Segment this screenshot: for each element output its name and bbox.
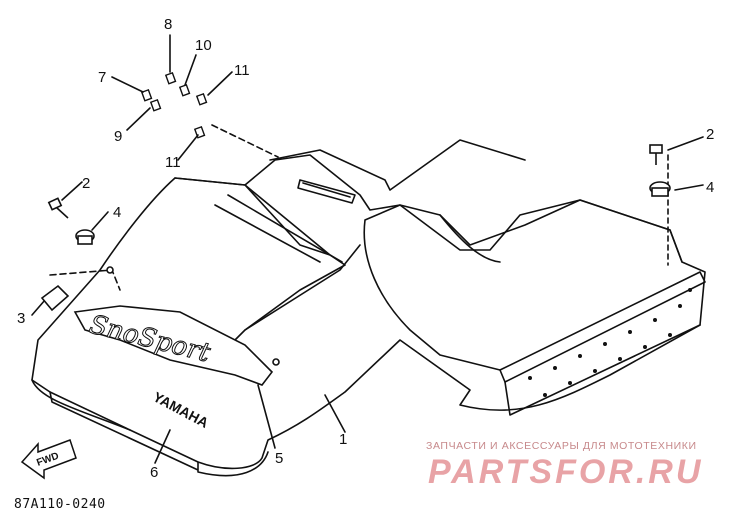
leader-5 [257,384,276,449]
callout-2-left: 2 [82,175,91,192]
leader-4b [674,184,704,191]
leader-2b [667,136,704,151]
leader-1 [324,394,346,433]
nut-3 [40,284,70,312]
leader-11b [177,134,199,161]
hood-skirt [31,379,269,477]
callout-7: 7 [98,69,107,86]
crease [244,244,361,331]
leader-6 [154,429,171,464]
vent-panel [499,271,706,383]
grommet-4-right [649,181,671,197]
callout-2-right: 2 [706,126,715,143]
upper-rim [269,139,526,191]
screw-2-left [47,197,69,219]
callout-3: 3 [17,310,26,327]
leader-2a [61,181,83,201]
clip-8 [164,71,177,85]
watermark-tagline: ЗАПЧАСТИ И АКСЕССУАРЫ ДЛЯ МОТОТЕХНИКИ [426,440,697,452]
leader-9 [126,107,151,131]
bulge-inner [214,194,343,263]
headlight-slot [297,179,356,204]
leader-7 [111,76,144,93]
leader-11a [207,71,233,96]
clip-9 [149,98,162,112]
right-panel [363,199,683,371]
clip-11b [193,125,206,139]
clip-10 [178,83,191,97]
callout-11-bottom: 11 [165,154,181,171]
callout-9: 9 [114,128,123,145]
callout-4-left: 4 [113,204,122,221]
grommet-4-left [75,229,95,245]
screw-2-right [649,144,663,165]
callout-10: 10 [195,37,212,54]
yamaha-decal: YAMAHA [151,389,212,431]
callout-5: 5 [275,450,284,467]
callout-8: 8 [164,16,173,33]
leader-10 [184,54,197,86]
center-bulge [174,177,346,341]
fwd-arrow: FWD [20,439,77,480]
clip-7 [140,88,153,102]
leader-4a [91,211,109,231]
leader-3 [31,299,46,316]
callout-4-right: 4 [706,179,715,196]
callout-6: 6 [150,464,159,481]
snosport-decal [73,305,274,386]
diagram-code: 87A110-0240 [14,497,106,512]
watermark-logo: PARTSFOR.RU [428,453,703,491]
callout-11-top: 11 [234,62,250,79]
clip-11a [195,92,208,106]
callout-1: 1 [339,431,348,448]
grommet-5 [272,358,280,366]
hood-shell [31,154,706,470]
